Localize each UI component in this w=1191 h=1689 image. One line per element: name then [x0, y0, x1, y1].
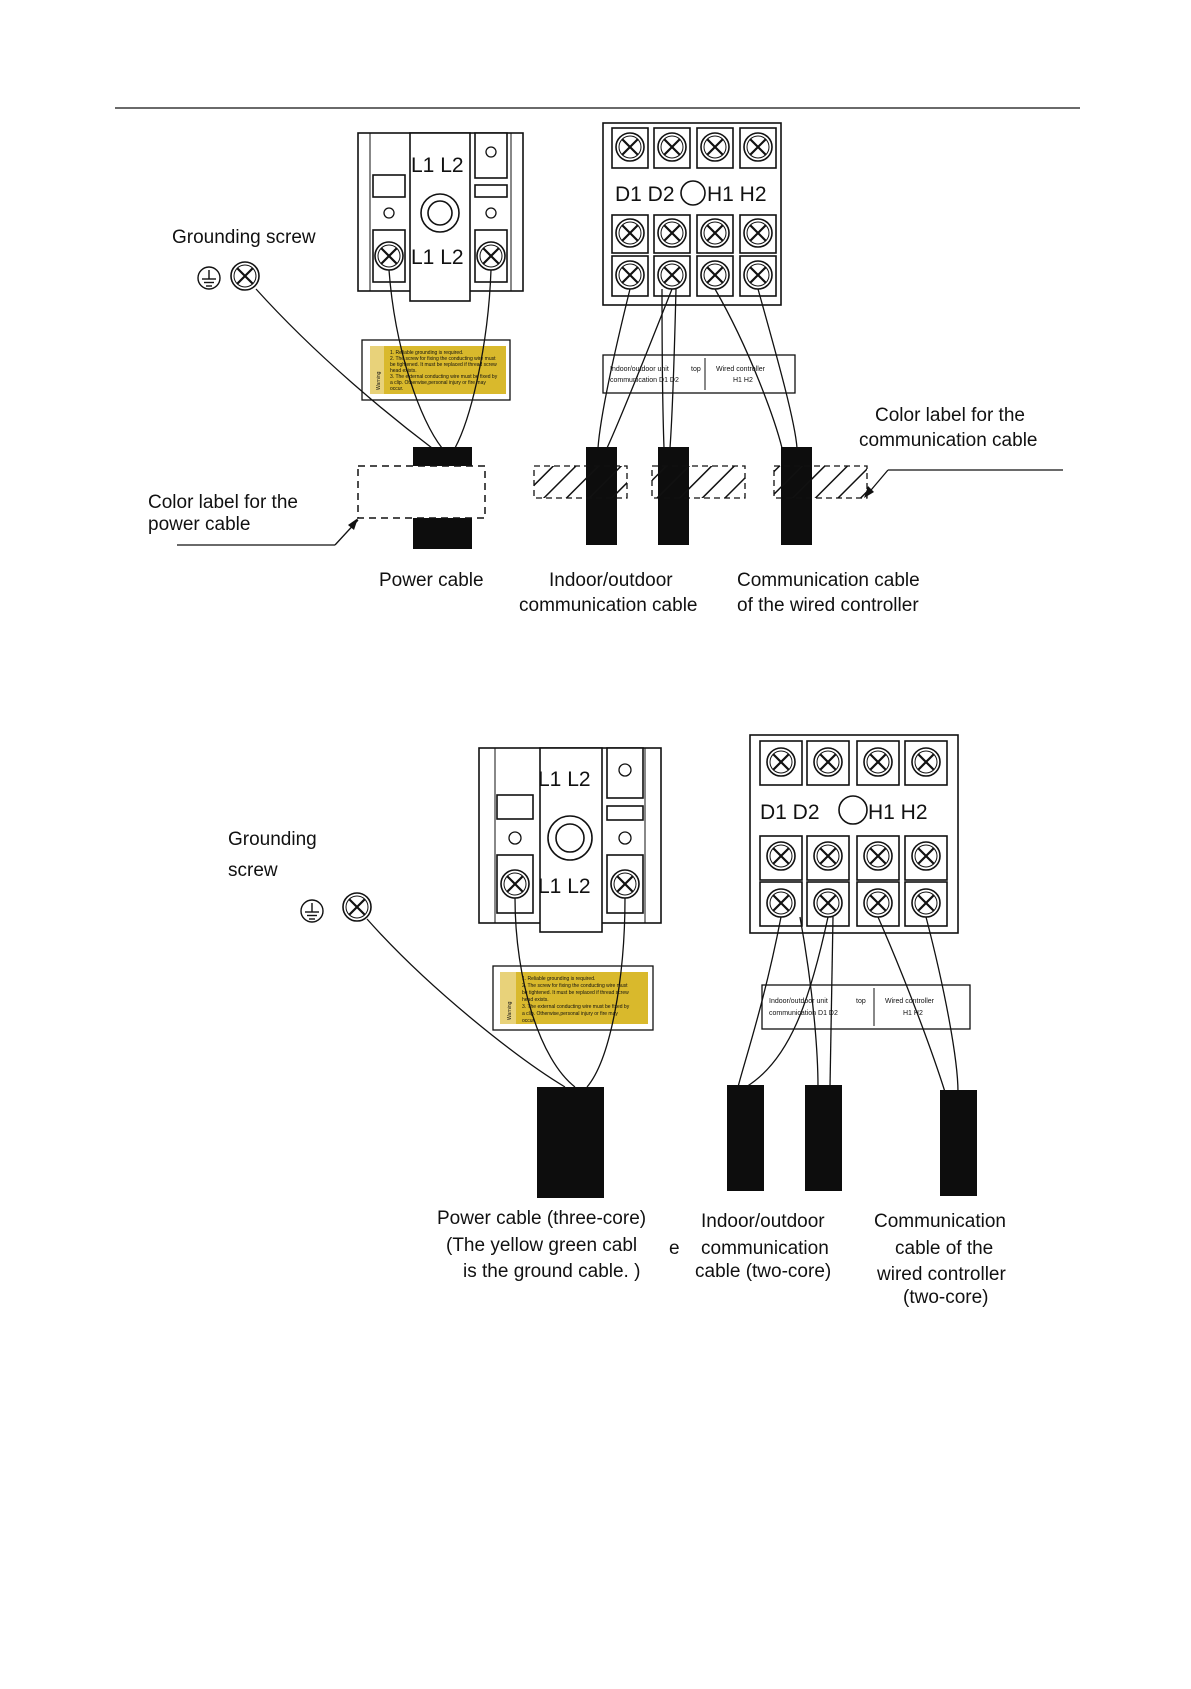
- comm-id-label: Indoor/outdoor unit communication D1 D2 …: [602, 354, 796, 394]
- bottom-power-cable-line3: is the ground cable. ): [463, 1261, 640, 1282]
- color-label-power-line1: Color label for the: [148, 492, 298, 513]
- bottom-warning-line-4: head exists.: [522, 997, 549, 1003]
- bottom-indoor-line2: communication: [701, 1238, 829, 1259]
- bottom-wired-line3: wired controller: [876, 1264, 1006, 1285]
- top-wires: [255, 269, 798, 449]
- bottom-comm-terminal-block: D1 D2 H1 H2: [749, 734, 959, 934]
- warning-line-4: head exists.: [390, 368, 417, 374]
- color-label-power-line2: power cable: [148, 514, 250, 535]
- bottom-warning-line-3: be tightened. It must be replaced if thr…: [522, 990, 629, 996]
- bottom-warning-label: Warning 1. Reliable grounding is require…: [492, 965, 654, 1031]
- indoor-outdoor-line2: communication cable: [519, 595, 697, 616]
- bottom-grounding-line1: Grounding: [228, 829, 317, 850]
- bottom-warning-side-text: Warning: [507, 1001, 513, 1020]
- warning-line-3: be tightened. It must be replaced if thr…: [390, 362, 497, 368]
- grounding-screw-label: Grounding screw: [172, 227, 316, 248]
- warning-line-1: 1. Reliable grounding is required.: [390, 350, 463, 356]
- bottom-power-cable: [537, 1087, 604, 1198]
- power-terminal-top-label: L1 L2: [411, 154, 464, 177]
- bottom-diagram: L1 L2 L1 L2 Grounding screw Warning 1. R…: [228, 734, 1006, 1308]
- top-power-cable: [177, 447, 486, 549]
- grounding-screw-icon: [229, 260, 261, 292]
- bottom-warning-line-6: a clip. Otherwise,personal injury or fir…: [522, 1011, 618, 1017]
- comm-id-indoor-2: communication D1 D2: [610, 377, 679, 384]
- bottom-ground-symbol-icon: [300, 899, 324, 923]
- comm-id-wired-1: Wired controller: [716, 366, 766, 373]
- comm-id-wired-2: H1 H2: [733, 377, 753, 384]
- bottom-comm-id-top: top: [856, 998, 866, 1005]
- bottom-indoor-line1: Indoor/outdoor: [701, 1211, 825, 1232]
- comm-terminal-d-label: D1 D2: [615, 183, 675, 206]
- bottom-power-cable-line2b: e: [669, 1238, 680, 1259]
- bottom-power-terminal-top-label: L1 L2: [538, 768, 591, 791]
- bottom-comm-id-wired-2: H1 H2: [903, 1010, 923, 1017]
- warning-line-2: 2. The screw for fixing the conducting w…: [390, 356, 496, 362]
- bottom-warning-line-2: 2. The screw for fixing the conducting w…: [522, 983, 628, 989]
- warning-line-7: occur.: [390, 386, 403, 392]
- bottom-wires: [366, 897, 959, 1093]
- warning-label: Warning 1. Reliable grounding is require…: [361, 339, 511, 401]
- top-diagram: L1 L2 L1 L2 Grounding screw Warning 1. R…: [148, 122, 1063, 616]
- bottom-wired-line1: Communication: [874, 1211, 1006, 1232]
- top-comm-cables: [533, 447, 1063, 545]
- ground-symbol-icon: [197, 266, 221, 290]
- bottom-wired-line2: cable of the: [895, 1238, 993, 1259]
- bottom-warning-line-7: occur.: [522, 1018, 535, 1024]
- wired-comm-line2: of the wired controller: [737, 595, 919, 616]
- power-terminal-bottom-label: L1 L2: [411, 246, 464, 269]
- bottom-wired-line4: (two-core): [903, 1287, 989, 1308]
- bottom-indoor-line3: cable (two-core): [695, 1261, 831, 1282]
- wired-comm-line1: Communication cable: [737, 570, 920, 591]
- bottom-warning-line-5: 3. The external conducting wire must be …: [522, 1004, 630, 1010]
- power-terminal-block: L1 L2 L1 L2: [357, 132, 524, 302]
- bottom-power-cable-line1: Power cable (three-core): [437, 1208, 646, 1229]
- bottom-comm-id-label: Indoor/outdoor unit communication D1 D2 …: [761, 984, 971, 1030]
- color-label-comm-line2: communication cable: [859, 430, 1037, 451]
- power-cable-label: Power cable: [379, 570, 484, 591]
- bottom-wired-cable: [940, 1090, 977, 1196]
- comm-id-top: top: [691, 366, 701, 373]
- bottom-power-terminal-bottom-label: L1 L2: [538, 875, 591, 898]
- bottom-comm-terminal-h-label: H1 H2: [868, 801, 928, 824]
- bottom-indoor-cable-2: [805, 1085, 842, 1191]
- bottom-comm-id-wired-1: Wired controller: [885, 998, 935, 1005]
- bottom-power-cable-line2: (The yellow green cabl: [446, 1235, 637, 1256]
- bottom-power-terminal-block: L1 L2 L1 L2: [478, 747, 662, 933]
- comm-terminal-block: D1 D2 H1 H2: [602, 122, 782, 306]
- color-label-comm-line1: Color label for the: [875, 405, 1025, 426]
- bottom-comm-id-indoor-1: Indoor/outdoor unit: [769, 998, 828, 1005]
- indoor-outdoor-line1: Indoor/outdoor: [549, 570, 673, 591]
- warning-line-5: 3. The external conducting wire must be …: [390, 374, 498, 380]
- bottom-comm-id-indoor-2: communication D1 D2: [769, 1010, 838, 1017]
- bottom-comm-terminal-d-label: D1 D2: [760, 801, 820, 824]
- bottom-grounding-line2: screw: [228, 860, 278, 881]
- warning-side-text: Warning: [376, 371, 382, 390]
- bottom-warning-line-1: 1. Reliable grounding is required.: [522, 976, 595, 982]
- bottom-indoor-cable: [727, 1085, 764, 1191]
- comm-terminal-h-label: H1 H2: [707, 183, 767, 206]
- warning-line-6: a clip. Otherwise,personal injury or fir…: [390, 380, 486, 386]
- bottom-grounding-screw-icon: [341, 891, 373, 923]
